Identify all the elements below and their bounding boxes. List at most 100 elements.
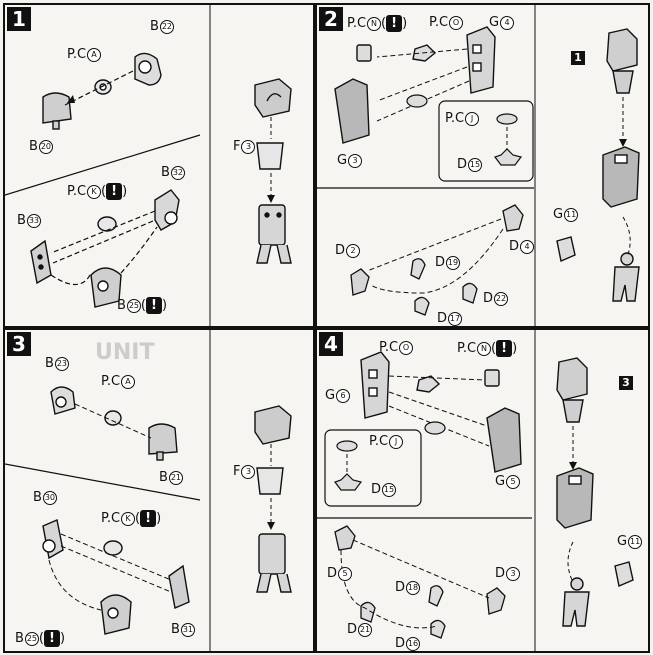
letter: G (617, 534, 628, 549)
letter: D (437, 311, 448, 326)
step-number: 2 (319, 7, 343, 31)
num: 3 (348, 153, 363, 168)
num: A (121, 374, 136, 389)
num: N (367, 16, 382, 31)
letter: B (150, 19, 159, 34)
part-d4 (502, 204, 524, 232)
num: O (399, 340, 414, 355)
step-1-artwork (5, 5, 292, 326)
part-d22 (462, 282, 478, 304)
part-f3 (256, 142, 284, 170)
part-pc-k (103, 540, 123, 556)
part-b20 (42, 92, 72, 130)
letter: B (161, 165, 170, 180)
letter: P.C (445, 111, 465, 126)
step-number: 3 (7, 332, 31, 356)
part-f3 (256, 467, 284, 495)
num: K (87, 184, 102, 199)
step-2-panel: 2 (315, 3, 650, 328)
num: 2 (346, 243, 361, 258)
warning-icon: ! (140, 510, 157, 527)
num: J (465, 111, 480, 126)
num: 11 (564, 207, 579, 222)
part-pc-a (94, 79, 112, 95)
num: 22 (159, 19, 174, 34)
part-g5 (486, 407, 522, 473)
part-legs (612, 252, 640, 302)
letter: G (495, 474, 506, 489)
letter: F (233, 464, 241, 479)
num: 23 (54, 356, 69, 371)
step-1-panel: 1 (3, 3, 315, 328)
letter: P.C (347, 16, 367, 31)
num: 25 (24, 631, 39, 646)
letter: G (553, 207, 564, 222)
letter: G (337, 153, 348, 168)
part-b23 (50, 386, 76, 415)
num: 30 (42, 490, 57, 505)
num: 3 (506, 566, 521, 581)
part-legs (562, 577, 590, 627)
subassembly-ref: 3 (619, 376, 633, 390)
part-pc-j-box (334, 440, 363, 491)
part-b33 (30, 239, 52, 285)
part-head-cap (254, 405, 292, 445)
num: O (449, 15, 464, 30)
num: 19 (446, 255, 461, 270)
letter: P.C (67, 47, 87, 62)
part-head-cap (254, 78, 292, 118)
num: 5 (338, 566, 353, 581)
letter: P.C (429, 15, 449, 30)
part-b31 (168, 564, 190, 609)
part-b21 (148, 423, 178, 461)
letter: P.C (457, 341, 477, 356)
letter: D (335, 243, 346, 258)
step-3-artwork (5, 330, 292, 651)
letter: G (325, 388, 336, 403)
letter: D (509, 239, 520, 254)
step-4-panel: 4 (315, 328, 650, 653)
part-g4 (466, 26, 496, 94)
num: 33 (26, 213, 41, 228)
part-g11 (614, 561, 634, 587)
step-number: 1 (7, 7, 31, 31)
part-pc-j-box (494, 113, 523, 166)
num: 16 (406, 636, 421, 651)
letter: D (395, 580, 406, 595)
num: 25 (126, 298, 141, 313)
warning-icon: ! (386, 15, 403, 32)
letter: P.C (101, 374, 121, 389)
part-g3 (334, 78, 370, 144)
letter: B (33, 490, 42, 505)
step-2-artwork (317, 5, 640, 326)
part-d16 (430, 619, 446, 639)
part-frame-assembly (256, 204, 292, 264)
letter: D (483, 291, 494, 306)
letter: D (495, 566, 506, 581)
